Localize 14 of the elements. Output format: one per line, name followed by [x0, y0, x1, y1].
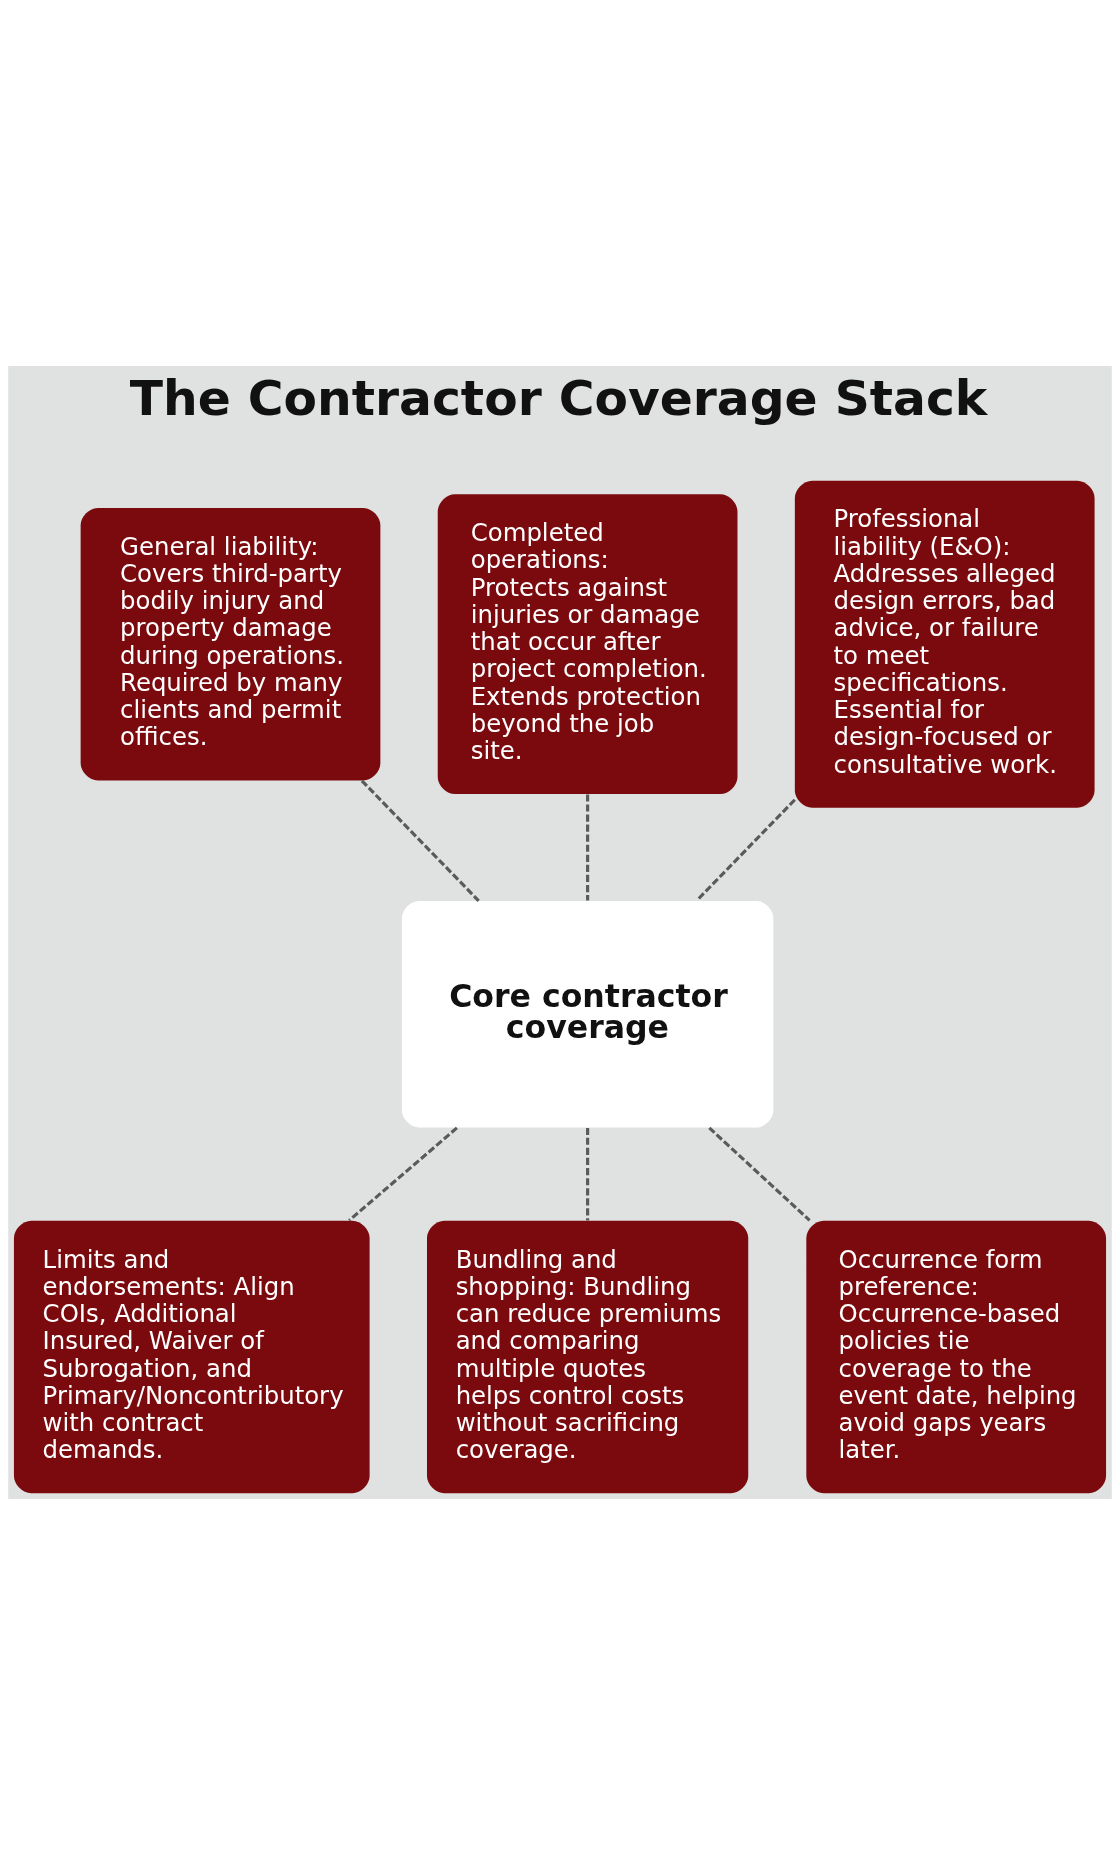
connector — [360, 779, 480, 902]
node-box: Bundling and shopping: Bundling can reduce premiums and comparing multiple quotes helps control costs without sacrificing coverage. — [427, 1220, 749, 1493]
node-box: Occurrence form preference: Occurrence-based policies tie coverage to the event date, helping avoid gaps years later. — [806, 1220, 1107, 1493]
node-box: General liability: Covers third-party bodily injury and property damage during operations. Required by many clients and permit offices. — [80, 507, 381, 780]
connector — [348, 1126, 458, 1222]
node-box: Professional liability (E&O): Addresses alleged design errors, bad advice, or failure to meet specifications. Essential for design-focused or consultative work. — [794, 480, 1095, 808]
connector — [695, 798, 796, 901]
connector — [708, 1126, 811, 1222]
node-box: Core contractor coverage — [401, 900, 774, 1128]
connector — [586, 793, 590, 900]
node-box: Completed operations: Protects against injuries or damage that occur after project completion. Extends protection beyond the job site. — [437, 493, 738, 794]
connector — [586, 1127, 590, 1220]
node-box: Limits and endorsements: Align COIs, Additional Insured, Waiver of Subrogation, and Primary/Noncontributory with contract demands. — [13, 1220, 370, 1493]
diagram-title: The Contractor Coverage Stack — [129, 369, 988, 426]
